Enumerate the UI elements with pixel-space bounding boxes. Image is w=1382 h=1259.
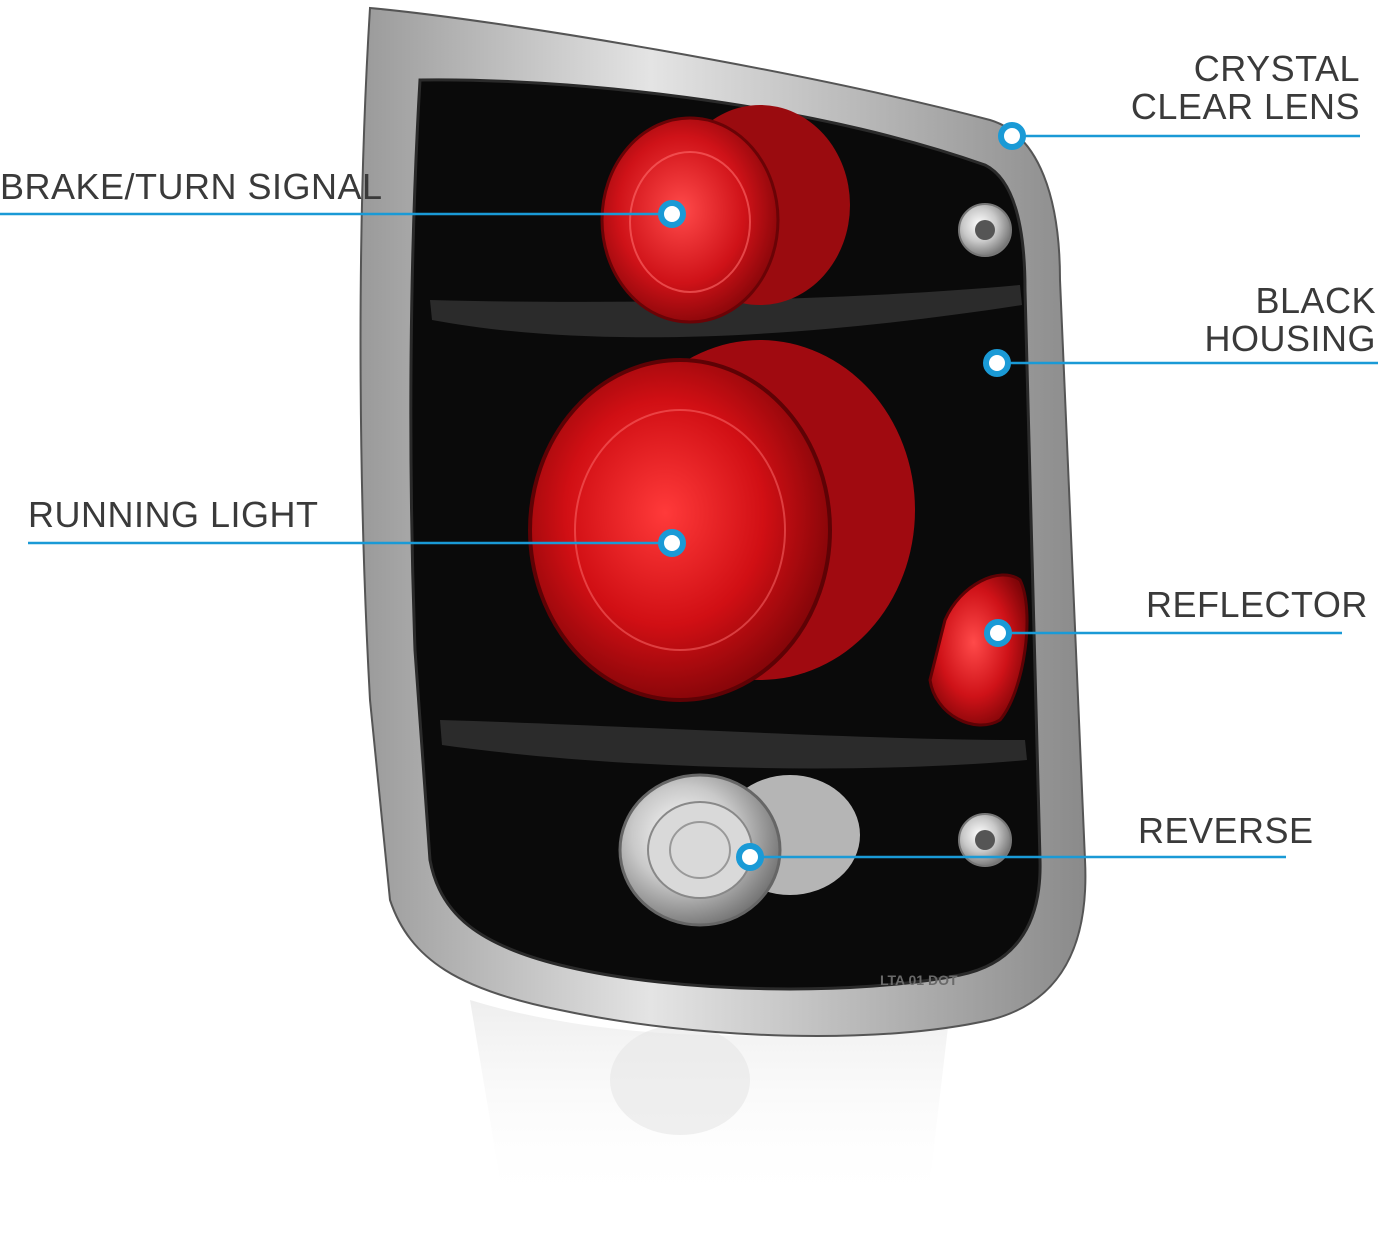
running-dot [658, 529, 686, 557]
lens-marking-text: LTA 01 DOT [880, 972, 958, 988]
running-light-lamp [528, 340, 915, 702]
callout-lines [0, 134, 1378, 859]
reverse-reflection [610, 1025, 750, 1135]
black-housing-line1: BLACK [1255, 280, 1376, 321]
black-housing-label: BLACK HOUSING [1204, 282, 1376, 358]
crystal-lens-label: CRYSTAL CLEAR LENS [1131, 50, 1360, 126]
reflector-label: REFLECTOR [1146, 584, 1368, 625]
crystal-lens-line1: CRYSTAL [1193, 48, 1360, 89]
crystal-dot [998, 122, 1026, 150]
lower-bolt [958, 813, 1012, 867]
reflector-dot [984, 619, 1012, 647]
crystal-lens-line2: CLEAR LENS [1130, 85, 1360, 127]
black-housing-line2: HOUSING [1204, 317, 1376, 359]
brake-turn-dot [658, 200, 686, 228]
running-light-label: RUNNING LIGHT [28, 494, 319, 535]
brake-turn-lamp [600, 105, 850, 324]
upper-bolt [958, 203, 1012, 257]
reverse-dot [736, 843, 764, 871]
lower-shelf [440, 720, 1027, 769]
housing-dot [983, 349, 1011, 377]
callout-dots [658, 122, 1026, 871]
reverse-label: REVERSE [1138, 810, 1314, 851]
reflector-lamp [928, 573, 1029, 727]
brake-turn-label: BRAKE/TURN SIGNAL [0, 166, 383, 207]
